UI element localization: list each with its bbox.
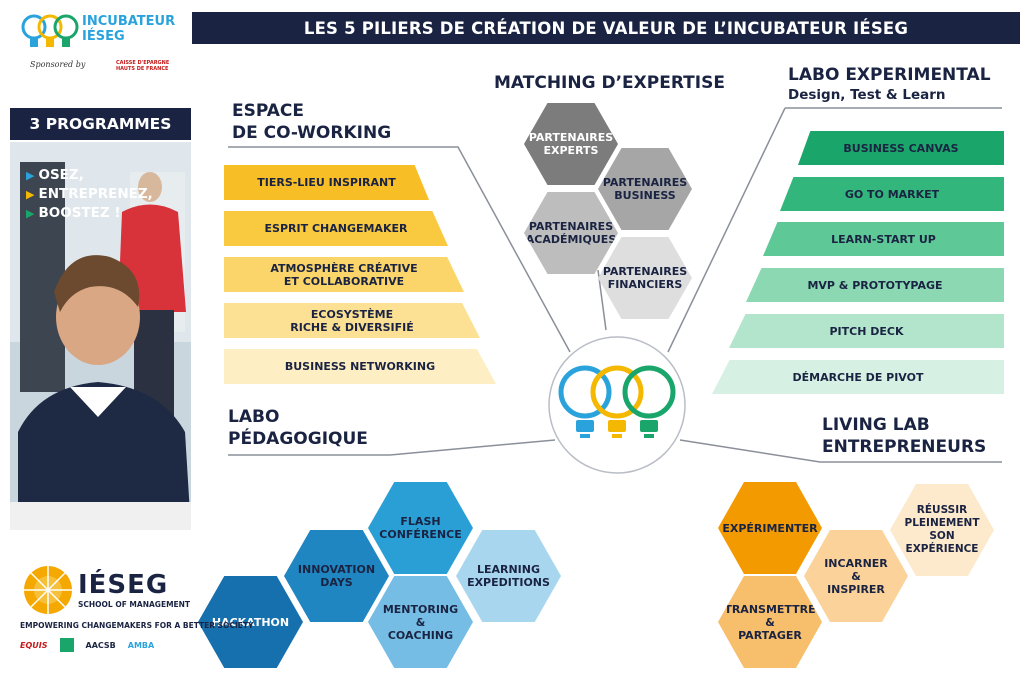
coworking-item: BUSINESS NETWORKING	[224, 349, 496, 384]
accreditations: EQUIS AACSB AMBA	[20, 638, 154, 652]
amba-logo: AMBA	[127, 640, 155, 650]
aacsb-logo: AACSB	[85, 640, 116, 650]
sponsor-brand: CAISSE D'EPARGNE HAUTS DE FRANCE	[116, 60, 170, 72]
labo-exp-item: DÉMARCHE DE PIVOT	[712, 360, 1004, 394]
ieseg-subtitle: SCHOOL OF MANAGEMENT	[78, 600, 191, 609]
green-badge-icon	[59, 638, 74, 652]
ieseg-logo: IÉSEG	[78, 570, 169, 600]
student-photo	[10, 142, 191, 530]
expertise-hex: PARTENAIRES EXPERTS	[524, 103, 618, 185]
labo-exp-item: BUSINESS CANVAS	[798, 131, 1004, 165]
programmes-list: ▶OSEZ, ▶ENTREPRENEZ, ▶BOOSTEZ !	[26, 166, 153, 223]
labo-exp-subtitle: Design, Test & Learn	[788, 87, 946, 103]
page-title: LES 5 PILIERS DE CRÉATION DE VALEUR DE L…	[192, 12, 1020, 44]
coworking-item: TIERS-LIEU INSPIRANT	[224, 165, 429, 200]
center-circle	[548, 336, 686, 474]
labo-exp-title: LABO EXPERIMENTAL	[788, 65, 991, 85]
incubateur-logo-icon	[21, 14, 79, 47]
expertise-hex: PARTENAIRES BUSINESS	[598, 148, 692, 230]
programmes-title: 3 PROGRAMMES	[10, 108, 191, 140]
expertise-hex: PARTENAIRES ACADÉMIQUES	[524, 192, 618, 274]
equis-logo: EQUIS	[20, 640, 48, 650]
arrow-green-icon: ▶	[26, 207, 35, 220]
coworking-item: ATMOSPHÈRE CRÉATIVE ET COLLABORATIVE	[224, 257, 464, 292]
coworking-item: ESPRIT CHANGEMAKER	[224, 211, 448, 246]
programme-item: ▶BOOSTEZ !	[26, 205, 121, 221]
arrow-blue-icon: ▶	[26, 169, 35, 182]
expertise-title: MATCHING D’EXPERTISE	[494, 73, 725, 93]
programme-item: ▶ENTREPRENEZ,	[26, 186, 153, 202]
sponsor-label: Sponsored by	[30, 60, 86, 69]
logo-line2: IÉSEG	[82, 29, 125, 44]
logo-line1: INCUBATEUR	[82, 14, 176, 29]
labo-exp-item: LEARN-START UP	[763, 222, 1004, 256]
coworking-item: ECOSYSTÈME RICHE & DIVERSIFIÉ	[224, 303, 480, 338]
expertise-hex: PARTENAIRES FINANCIERS	[598, 237, 692, 319]
incubateur-logo: INCUBATEUR IÉSEG	[82, 14, 175, 44]
labo-exp-item: PITCH DECK	[729, 314, 1004, 348]
ieseg-sun-logo-icon	[24, 566, 72, 614]
labo-exp-item: GO TO MARKET	[780, 177, 1004, 211]
arrow-yellow-icon: ▶	[26, 188, 35, 201]
ieseg-tagline: EMPOWERING CHANGEMAKERS FOR A BETTER SOC…	[20, 621, 254, 630]
labo-exp-item: MVP & PROTOTYPAGE	[746, 268, 1004, 302]
programme-item: ▶OSEZ,	[26, 167, 84, 183]
lightbulbs-icon	[558, 365, 676, 438]
